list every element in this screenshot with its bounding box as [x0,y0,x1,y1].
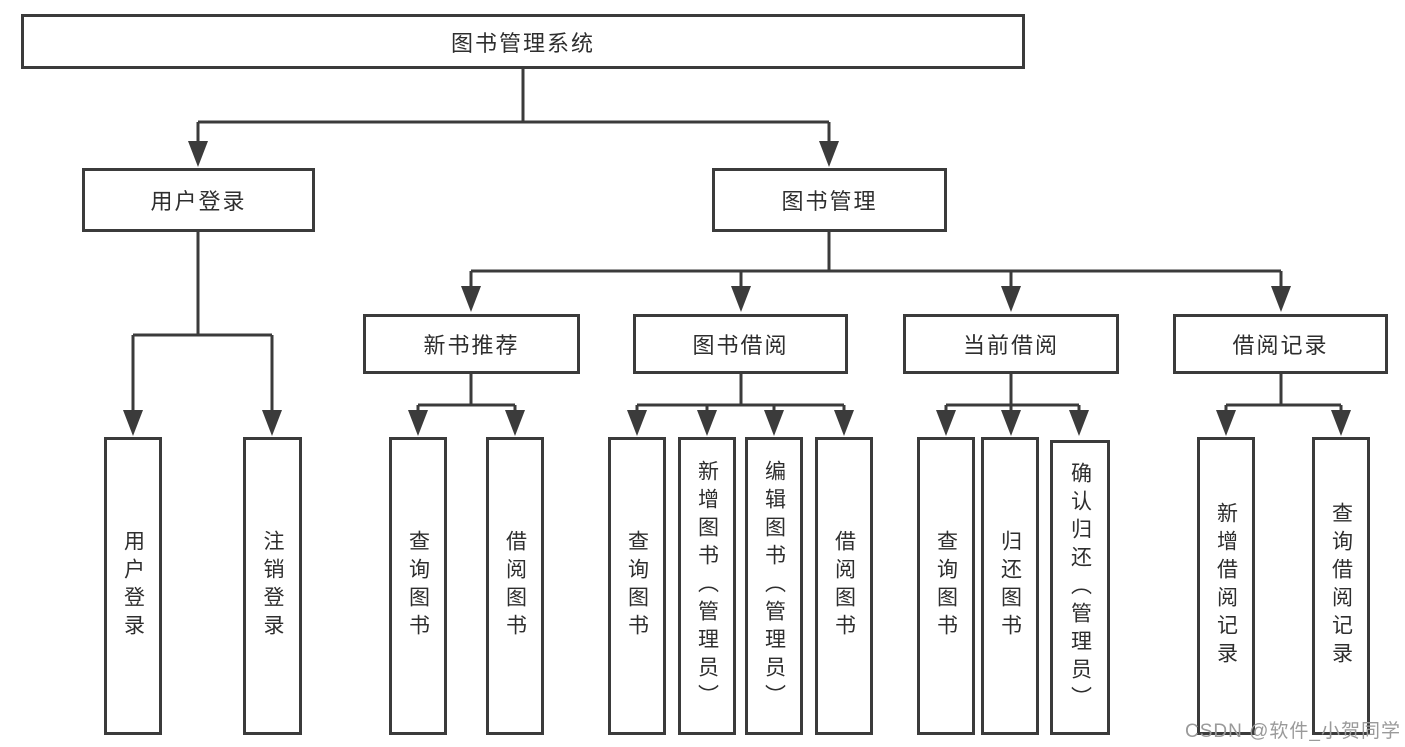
leaf-add-books-admin: 新增图书（管理员） [678,437,736,735]
leaf-logout: 注销登录 [243,437,302,735]
node-label: 图书借阅 [692,333,789,358]
leaf-label: 归还图书 [998,530,1022,642]
leaf-query-borrow-record: 查询借阅记录 [1312,437,1370,735]
leaf-label: 查询图书 [934,530,958,642]
node-borrowing-records: 借阅记录 [1173,314,1388,374]
node-label: 借阅记录 [1232,333,1329,358]
leaf-label: 用户登录 [121,530,145,642]
node-book-management: 图书管理 [712,168,947,232]
leaf-label: 查询图书 [406,530,430,642]
leaf-borrow-books-borrowing: 借阅图书 [815,437,873,735]
node-current-borrowing: 当前借阅 [903,314,1119,374]
node-label: 图书管理 [781,189,878,214]
leaf-label: 新增图书（管理员） [695,460,719,712]
leaf-label: 借阅图书 [503,530,527,642]
leaf-borrow-books-recommend: 借阅图书 [486,437,544,735]
node-label: 新书推荐 [423,333,520,358]
leaf-return-books: 归还图书 [981,437,1039,735]
node-label: 当前借阅 [962,333,1059,358]
node-library-management-system: 图书管理系统 [21,14,1025,69]
leaf-label: 编辑图书（管理员） [762,460,786,712]
node-label: 用户登录 [150,189,247,214]
node-book-borrowing: 图书借阅 [633,314,848,374]
node-new-book-recommend: 新书推荐 [363,314,580,374]
leaf-label: 借阅图书 [832,530,856,642]
leaf-label: 新增借阅记录 [1214,502,1238,670]
leaf-label: 查询图书 [625,530,649,642]
leaf-query-books-borrowing: 查询图书 [608,437,666,735]
leaf-query-books-current: 查询图书 [917,437,975,735]
leaf-label: 查询借阅记录 [1329,502,1353,670]
leaf-query-books-recommend: 查询图书 [389,437,447,735]
csdn-watermark: CSDN @软件_小贺同学 [1185,721,1401,742]
node-label: 图书管理系统 [450,30,595,56]
leaf-label: 确认归还（管理员） [1068,461,1092,714]
leaf-edit-books-admin: 编辑图书（管理员） [745,437,803,735]
node-user-login: 用户登录 [82,168,315,232]
leaf-add-borrow-record: 新增借阅记录 [1197,437,1255,735]
leaf-user-login: 用户登录 [104,437,162,735]
leaf-confirm-return-admin: 确认归还（管理员） [1050,440,1110,735]
leaf-label: 注销登录 [261,530,284,642]
